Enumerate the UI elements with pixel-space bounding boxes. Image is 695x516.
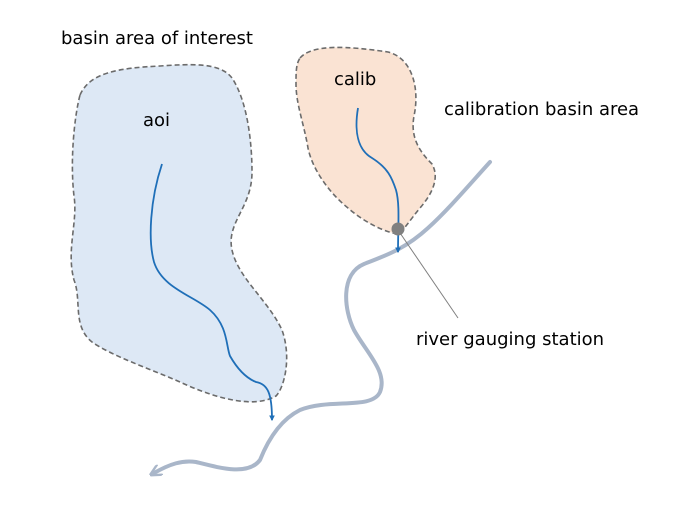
label-river-gauging-station: river gauging station xyxy=(416,329,604,350)
label-calib: calib xyxy=(334,69,376,90)
calib-stream xyxy=(355,107,401,254)
label-basin-area-of-interest: basin area of interest xyxy=(61,28,253,49)
calibration-basin-shape xyxy=(295,46,436,235)
aoi-basin-shape xyxy=(70,63,288,403)
aoi-stream xyxy=(149,163,275,422)
main-river xyxy=(154,160,492,473)
label-calibration-basin-area: calibration basin area xyxy=(444,99,639,120)
gauge-station-icon xyxy=(391,222,405,236)
label-aoi: aoi xyxy=(143,110,170,131)
gauge-leader-line xyxy=(397,229,459,319)
